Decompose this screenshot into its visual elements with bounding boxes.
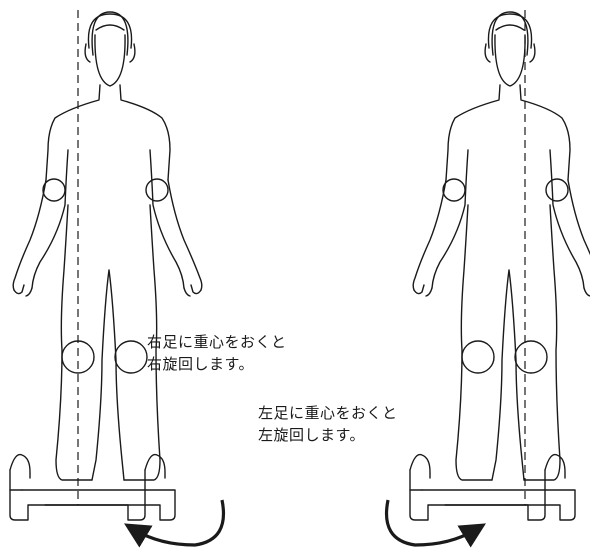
- rotation-arrow-icon: [387, 500, 475, 545]
- right-turn-caption-line2: 右旋回します。: [147, 353, 287, 375]
- right-turn-caption: 右足に重心をおくと 右旋回します。: [147, 331, 287, 375]
- right-turn-caption-line1: 右足に重心をおくと: [147, 331, 287, 353]
- left-turn-caption-line2: 左旋回します。: [258, 424, 398, 446]
- figure-right-turn: [10, 10, 223, 545]
- left-turn-caption-line1: 左足に重心をおくと: [258, 402, 398, 424]
- left-turn-caption: 左足に重心をおくと 左旋回します。: [258, 402, 398, 446]
- rotation-arrow-icon: [135, 500, 223, 545]
- figure-left-turn: [387, 10, 590, 545]
